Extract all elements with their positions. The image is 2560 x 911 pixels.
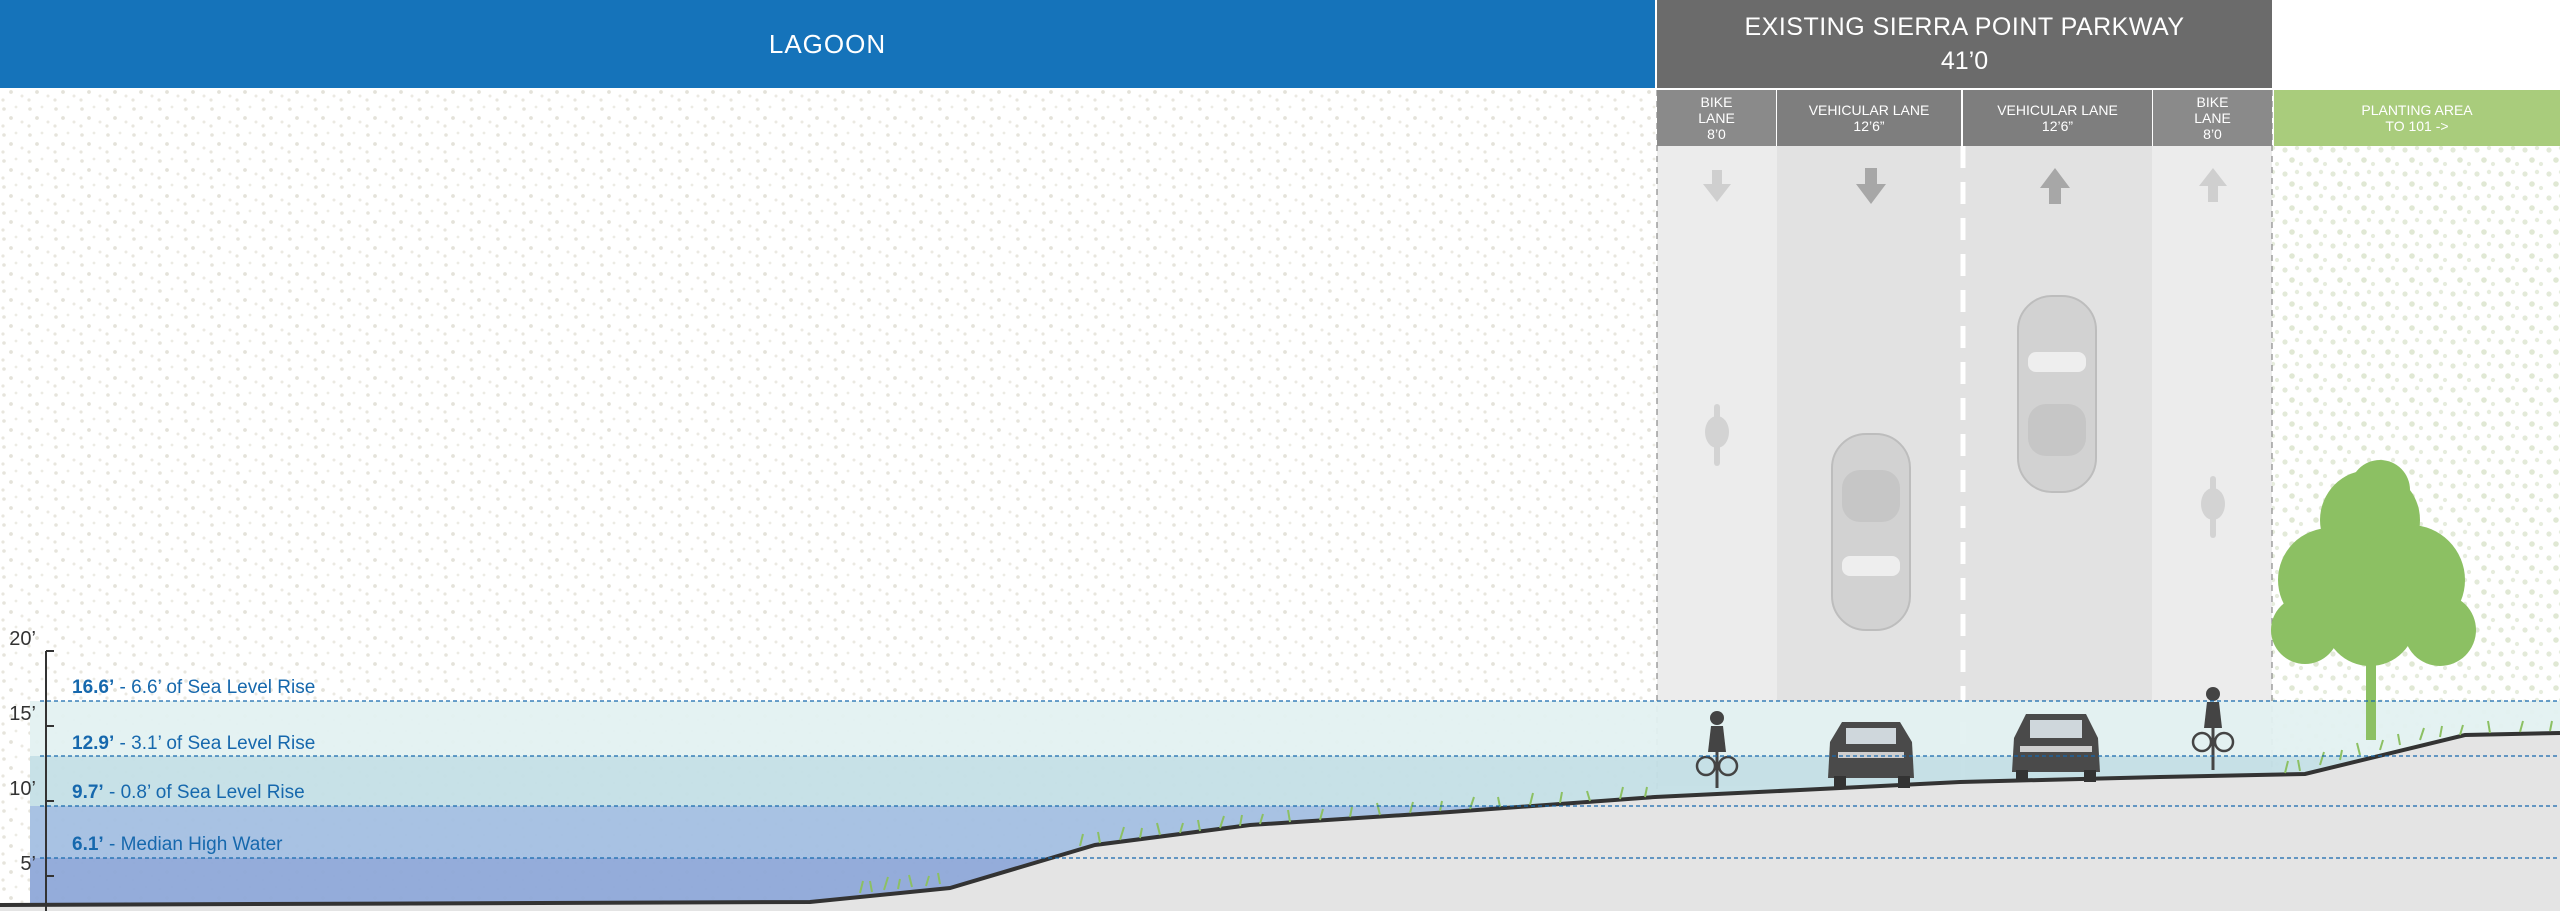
water-level-description: - 0.8’ of Sea Level Rise	[103, 782, 305, 803]
parkway-header: EXISTING SIERRA POINT PARKWAY 41’0	[1657, 0, 2272, 88]
lane-label: VEHICULAR LANE	[1808, 102, 1930, 118]
lagoon-title: LAGOON	[768, 28, 887, 59]
planting-area-header: PLANTING AREA TO 101 ->	[2274, 90, 2560, 146]
bicycle-icon	[1705, 404, 1729, 466]
axis-tick-label: 15’	[9, 703, 36, 725]
water-level-description: - Median High Water	[103, 834, 283, 855]
water-level-label: 12.9’ - 3.1’ of Sea Level Rise	[72, 733, 315, 755]
car-icon	[2012, 714, 2100, 782]
arrow-up-icon	[2199, 168, 2227, 202]
car-icon	[2017, 295, 2097, 493]
lane-label: LANE	[2194, 110, 2231, 126]
lagoon-header: LAGOON	[0, 0, 1655, 88]
lane-header-vehicular-2: VEHICULAR LANE 12’6”	[1963, 90, 2152, 146]
planting-direction: TO 101 ->	[2385, 118, 2449, 134]
bicycle-icon	[2201, 476, 2225, 538]
water-level-label: 16.6’ - 6.6’ of Sea Level Rise	[72, 677, 315, 699]
parkway-width: 41’0	[1940, 47, 1989, 75]
bicycle-icon	[1695, 711, 1739, 788]
axis-tick-label: 20’	[9, 628, 36, 650]
lane-header-vehicular-1: VEHICULAR LANE 12’6”	[1777, 90, 1961, 146]
water-level-label: 9.7’ - 0.8’ of Sea Level Rise	[72, 782, 305, 804]
lane-label: BIKE	[1700, 94, 1733, 110]
arrow-up-icon	[2040, 168, 2070, 204]
planting-label: PLANTING AREA	[2361, 102, 2473, 118]
bicycle-icon	[2191, 687, 2235, 770]
water-level-elevation: 12.9’	[72, 733, 115, 754]
lane-width: 8’0	[2203, 126, 2222, 142]
lane-width: 8’0	[1707, 126, 1726, 142]
lane-label: LANE	[1698, 110, 1735, 126]
tree-icon	[2271, 460, 2476, 740]
arrow-down-icon	[1703, 170, 1731, 202]
water-level-elevation: 16.6’	[72, 677, 115, 698]
parkway-title: EXISTING SIERRA POINT PARKWAY	[1744, 13, 2185, 41]
lane-width: 12’6”	[2041, 118, 2074, 134]
axis-tick-label: 5’	[20, 853, 36, 875]
water-level-label: 6.1’ - Median High Water	[72, 834, 283, 856]
lane-header-bike-1: BIKE LANE 8’0	[1657, 90, 1776, 146]
car-icon	[1828, 722, 1914, 788]
axis-tick-label: 10’	[9, 778, 36, 800]
water-level-description: - 6.6’ of Sea Level Rise	[114, 677, 316, 698]
car-icon	[1831, 433, 1911, 631]
lane-header-bike-2: BIKE LANE 8’0	[2153, 90, 2272, 146]
water-level-elevation: 9.7’	[72, 782, 104, 803]
water-level-elevation: 6.1’	[72, 834, 104, 855]
lane-width: 12’6”	[1853, 118, 1885, 134]
lane-label: VEHICULAR LANE	[1997, 102, 2118, 118]
water-level-description: - 3.1’ of Sea Level Rise	[114, 733, 316, 754]
lane-label: BIKE	[2196, 94, 2229, 110]
arrow-down-icon	[1856, 168, 1886, 204]
